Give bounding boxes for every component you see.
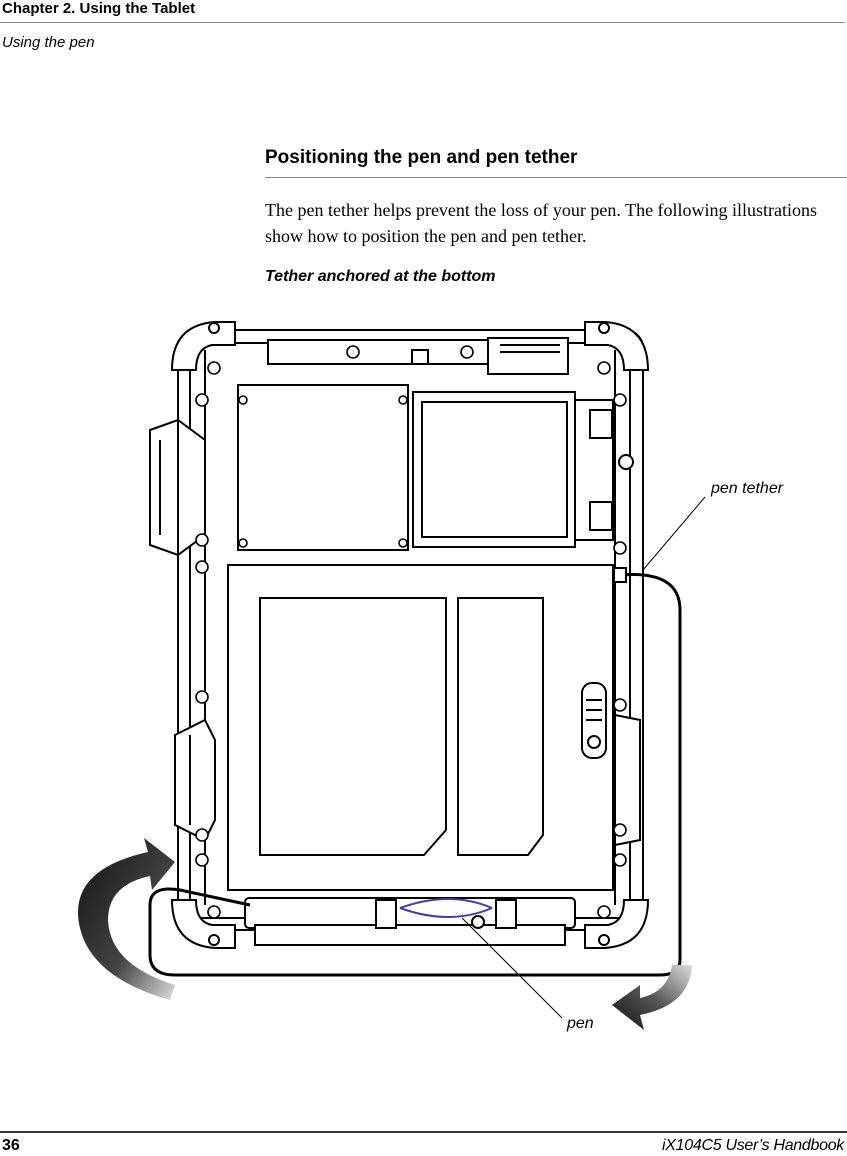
tether-leader-line xyxy=(642,496,706,571)
corner-bumpers xyxy=(170,321,650,949)
book-title: iX104C5 User’s Handbook xyxy=(662,1137,844,1154)
page-number: 36 xyxy=(2,1137,20,1154)
page-heading: Positioning the pen and pen tether xyxy=(265,147,578,168)
pen-tether-label: pen tether xyxy=(711,480,784,497)
header-rule xyxy=(0,22,845,23)
inner-panels xyxy=(227,384,634,891)
section-title: Using the pen xyxy=(2,34,95,51)
pen-leader-line xyxy=(461,917,563,1019)
tether-cord xyxy=(148,572,682,977)
figure-caption: Tether anchored at the bottom xyxy=(265,268,496,285)
body-paragraph: The pen tether helps prevent the loss of… xyxy=(265,200,818,246)
tablet-illustration xyxy=(77,321,706,1030)
heading-rule xyxy=(265,177,847,178)
footer-rule xyxy=(0,1131,847,1133)
rotate-arrow-right xyxy=(612,965,692,1030)
side-handles xyxy=(149,418,641,847)
pen-label: pen xyxy=(567,1015,594,1032)
chapter-title: Chapter 2. Using the Tablet xyxy=(2,0,196,17)
pen-holder xyxy=(244,897,576,946)
rotate-arrow-left xyxy=(77,838,175,1000)
